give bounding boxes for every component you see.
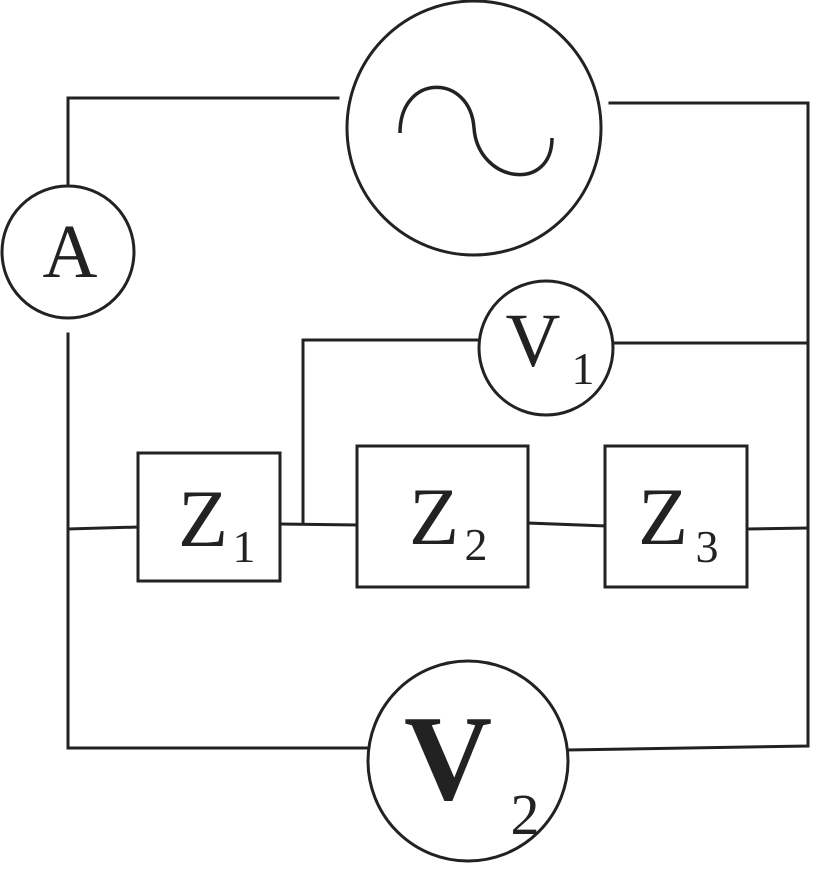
wire-v1-left bbox=[301, 338, 481, 526]
ac-sine-wave-icon bbox=[398, 85, 554, 177]
wire-top-right bbox=[566, 101, 810, 752]
voltmeter-1: V 1 bbox=[477, 279, 615, 417]
wire-top-left bbox=[66, 96, 340, 186]
ammeter-symbol: A bbox=[43, 210, 98, 294]
impedance-z1-box bbox=[136, 451, 282, 583]
impedance-z2-subscript: 2 bbox=[465, 519, 488, 570]
wires bbox=[66, 96, 810, 752]
wire-z1-left bbox=[66, 525, 140, 531]
voltmeter-1-symbol: V bbox=[506, 299, 561, 383]
wire-z2-z3 bbox=[526, 521, 607, 528]
wire-z1-z2 bbox=[278, 522, 359, 527]
voltmeter-2-subscript: 2 bbox=[511, 782, 540, 847]
voltmeter-1-circle bbox=[477, 279, 615, 417]
ammeter: A bbox=[0, 184, 136, 320]
impedance-z3-symbol: Z bbox=[638, 471, 688, 562]
voltmeter-2: V 2 bbox=[366, 659, 570, 863]
impedance-z1-symbol: Z bbox=[178, 473, 228, 564]
impedance-z2-box bbox=[355, 444, 530, 589]
voltmeter-2-symbol: V bbox=[404, 691, 492, 826]
voltmeter-1-subscript: 1 bbox=[572, 343, 595, 394]
wire-z3-right bbox=[745, 526, 810, 531]
impedance-z2: Z 2 bbox=[355, 444, 530, 589]
impedance-z1-subscript: 1 bbox=[233, 521, 256, 572]
impedance-z2-symbol: Z bbox=[409, 471, 459, 562]
ammeter-circle bbox=[0, 184, 136, 320]
impedance-z3-subscript: 3 bbox=[696, 521, 719, 572]
impedance-z3: Z 3 bbox=[603, 444, 749, 589]
impedance-z3-box bbox=[603, 444, 749, 589]
voltmeter-2-circle bbox=[366, 659, 570, 863]
wire-left bbox=[66, 332, 369, 750]
impedance-z1: Z 1 bbox=[136, 451, 282, 583]
ac-source bbox=[345, 0, 603, 257]
